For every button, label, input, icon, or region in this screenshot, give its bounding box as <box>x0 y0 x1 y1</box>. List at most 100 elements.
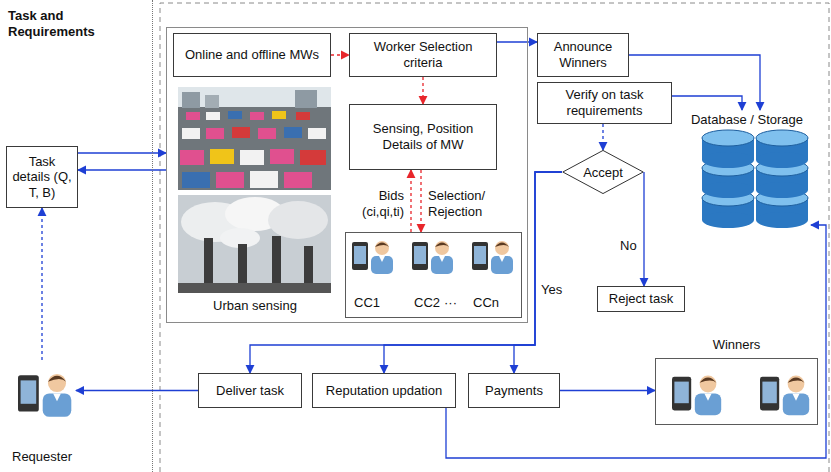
car <box>258 128 276 139</box>
process-box: Online and offline MWs <box>173 33 331 77</box>
car <box>308 128 326 139</box>
disk <box>702 182 754 198</box>
node-label: Database / Storage <box>683 112 811 127</box>
connector-arrow <box>410 170 411 232</box>
process-box: Announce Winners <box>537 33 629 77</box>
diamond-shape <box>563 150 643 193</box>
disk <box>702 212 754 228</box>
node-label: Task and Requirements <box>8 8 128 41</box>
process-box: Reject task <box>597 286 685 312</box>
smoke-sky <box>178 195 331 293</box>
connector-arrow <box>497 41 537 42</box>
node-label: Worker Selection criteria <box>354 39 492 70</box>
disk <box>756 130 808 146</box>
mobile-worker-icon <box>412 241 453 274</box>
requirements-region: Task and RequirementsTask details (Q, T,… <box>0 0 153 472</box>
node-label: Online and offline MWs <box>185 47 319 63</box>
connector-arrow <box>331 54 349 55</box>
node-label: CC2 <box>414 295 440 310</box>
car <box>296 112 310 120</box>
traffic-building <box>205 95 219 108</box>
traffic-photo <box>178 87 331 190</box>
process-box: Task details (Q, T, B) <box>6 146 78 208</box>
database-icon <box>702 130 808 228</box>
car <box>284 172 312 188</box>
node-label: Task details (Q, T, B) <box>11 154 73 201</box>
disk <box>756 212 808 228</box>
connector-arrow <box>672 96 742 110</box>
process-box: Payments <box>468 373 560 408</box>
connector-arrow <box>560 390 655 391</box>
smokestack-photo <box>178 195 331 293</box>
car <box>232 127 250 138</box>
factory-ground <box>178 283 331 293</box>
node-label: Sensing, Position Details of MW <box>354 121 492 152</box>
car <box>250 171 278 188</box>
traffic-building <box>295 90 317 108</box>
node-label: Payments <box>485 383 543 399</box>
disk <box>756 152 808 168</box>
car <box>216 172 244 188</box>
traffic-sky <box>178 87 331 107</box>
node-label: CCn <box>473 295 499 310</box>
car <box>250 112 264 120</box>
node-label: Reject task <box>609 291 673 307</box>
car <box>240 150 264 165</box>
process-box: Verify on task requirements <box>537 82 672 124</box>
node-label: Verify on task requirements <box>542 87 667 118</box>
mobile-worker-icon <box>352 241 393 274</box>
connector-arrow <box>420 170 421 232</box>
car <box>186 112 200 120</box>
node-label: CC1 <box>354 295 380 310</box>
connector-arrow <box>76 390 198 391</box>
connector-arrow <box>643 172 644 286</box>
database-store: Database / Storage <box>683 110 811 245</box>
connector-arrow <box>602 124 603 150</box>
winner-icon <box>760 376 809 416</box>
connector-arrow <box>422 77 423 104</box>
car <box>180 150 204 165</box>
node-label: Requester <box>8 449 76 464</box>
connector-arrow <box>41 208 42 360</box>
edge-label: Bids (ci,qi,ti) <box>336 188 404 219</box>
decision-diamond: Accept <box>562 150 644 194</box>
car <box>182 128 200 139</box>
smoke-cloud <box>268 201 328 239</box>
car <box>206 112 220 120</box>
car <box>300 150 326 165</box>
car <box>206 128 224 139</box>
node-label: Urban sensing <box>195 298 315 313</box>
node-label: Accept <box>583 165 623 180</box>
edge-label: Yes <box>541 282 562 298</box>
platform-frame: Urban sensing Online and offline MWs Worke… <box>166 27 528 323</box>
connector-arrow <box>384 172 562 373</box>
requester-actor: Requester <box>8 360 76 468</box>
car <box>210 149 234 164</box>
connector-arrow <box>250 172 562 373</box>
disk <box>756 182 808 198</box>
edge-label: Selection/ Rejection <box>428 188 508 219</box>
traffic-building <box>182 92 200 108</box>
requester-icon <box>18 374 71 417</box>
node-label: ··· <box>444 295 457 310</box>
process-box: Reputation updation <box>312 373 456 408</box>
car <box>284 127 302 138</box>
node-label: Deliver task <box>216 383 284 399</box>
winners-box: Winners <box>655 358 818 425</box>
node-label: Reputation updation <box>326 383 442 399</box>
car <box>182 172 210 188</box>
car <box>228 111 242 119</box>
edge-label: No <box>620 238 637 254</box>
disk <box>702 152 754 168</box>
mobile-worker-icon <box>472 241 513 274</box>
process-box: Deliver task <box>198 373 302 408</box>
worker-group-box: CC1 CC2 ··· CCn <box>345 232 522 318</box>
system-boundary <box>160 3 829 472</box>
car <box>270 149 294 164</box>
node-label: Announce Winners <box>542 39 624 70</box>
node-label: Winners <box>656 337 817 352</box>
